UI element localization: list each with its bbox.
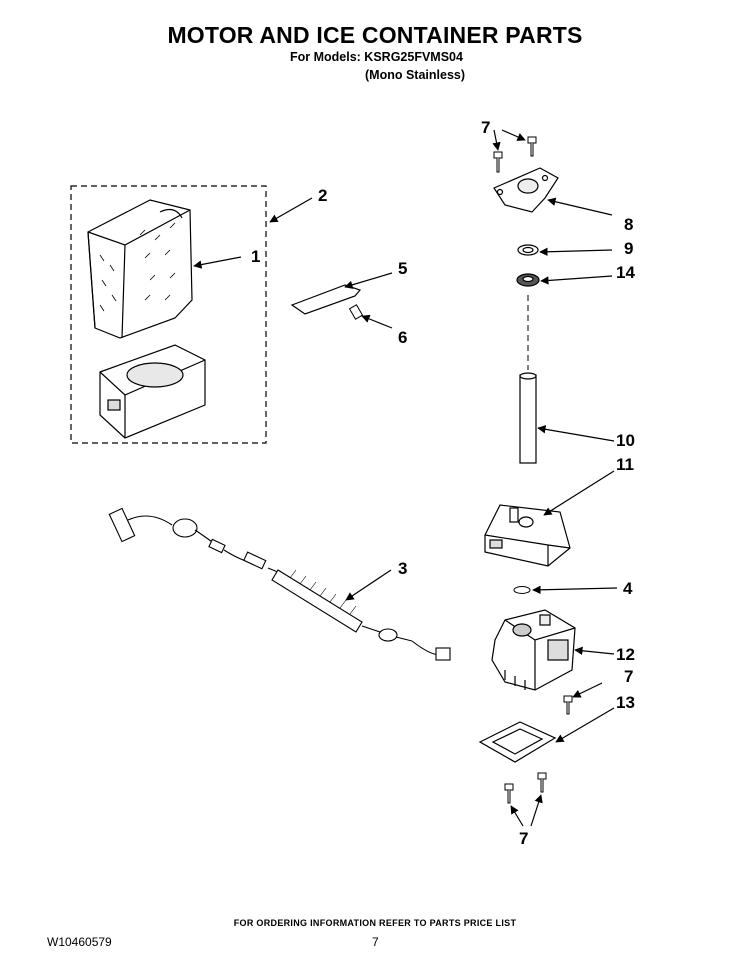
callout-labels: 1 2 3 4 5 6 7 7 7 8 9 10 11 12 13 14 xyxy=(251,118,635,848)
spring-pin xyxy=(348,304,364,320)
leader-13 xyxy=(555,707,615,743)
leader-11 xyxy=(543,470,615,516)
leader-7b xyxy=(572,682,603,698)
screw-motor xyxy=(563,695,573,715)
callout-3: 3 xyxy=(398,559,407,578)
screw-bottom-left xyxy=(504,783,514,804)
ordering-note: FOR ORDERING INFORMATION REFER TO PARTS … xyxy=(233,918,517,928)
spacer-washer xyxy=(513,586,531,594)
callout-10: 10 xyxy=(616,431,635,450)
callout-9: 9 xyxy=(624,239,633,258)
page-title: MOTOR AND ICE CONTAINER PARTS xyxy=(167,22,583,48)
callout-13: 13 xyxy=(616,693,635,712)
motor-gasket xyxy=(478,721,557,763)
page-number: 7 xyxy=(372,935,379,949)
leader-14 xyxy=(540,275,613,285)
callout-8: 8 xyxy=(624,215,633,234)
wire-harness xyxy=(108,507,451,661)
callout-12: 12 xyxy=(616,645,635,664)
leader-7a-left xyxy=(492,129,501,151)
leader-8 xyxy=(547,197,613,216)
callout-14: 14 xyxy=(616,263,635,282)
assembly-dashed-box xyxy=(70,185,267,444)
leader-7c-left xyxy=(510,805,524,827)
callout-5: 5 xyxy=(398,259,407,278)
leader-10 xyxy=(537,425,615,442)
leader-12 xyxy=(574,646,615,655)
ice-bucket xyxy=(87,199,193,339)
mounting-bracket xyxy=(493,167,559,213)
leader-3 xyxy=(345,569,392,601)
leader-2 xyxy=(269,197,313,223)
callout-7-motor: 7 xyxy=(624,667,633,686)
drive-shaft xyxy=(519,372,537,464)
callout-11: 11 xyxy=(616,455,634,474)
ice-container-assembly xyxy=(70,185,267,444)
auger-housing xyxy=(99,344,206,439)
callout-7-top: 7 xyxy=(481,118,490,137)
drive-motor xyxy=(491,609,576,691)
callout-4: 4 xyxy=(623,579,633,598)
document-id: W10460579 xyxy=(47,935,112,949)
leader-9 xyxy=(539,247,613,256)
leader-1 xyxy=(193,256,242,269)
model-variant: (Mono Stainless) xyxy=(365,68,466,82)
models-line: For Models: KSRG25FVMS04 xyxy=(290,50,463,64)
leader-4 xyxy=(532,585,618,595)
leader-5 xyxy=(344,272,393,289)
callout-7-bottom: 7 xyxy=(519,829,528,848)
leader-6 xyxy=(361,314,393,329)
washer xyxy=(517,244,539,256)
leader-7c-right xyxy=(530,794,543,827)
motor-cover xyxy=(484,504,571,567)
callout-1: 1 xyxy=(251,247,260,266)
bearing xyxy=(516,273,540,287)
screw-top-left xyxy=(493,151,503,173)
callout-6: 6 xyxy=(398,328,407,347)
actuator-arm xyxy=(290,284,362,315)
leader-7a-right xyxy=(501,129,526,141)
leader-lines xyxy=(193,129,618,827)
screw-top-right xyxy=(527,136,537,157)
screw-bottom-right xyxy=(537,772,547,793)
callout-2: 2 xyxy=(318,186,327,205)
